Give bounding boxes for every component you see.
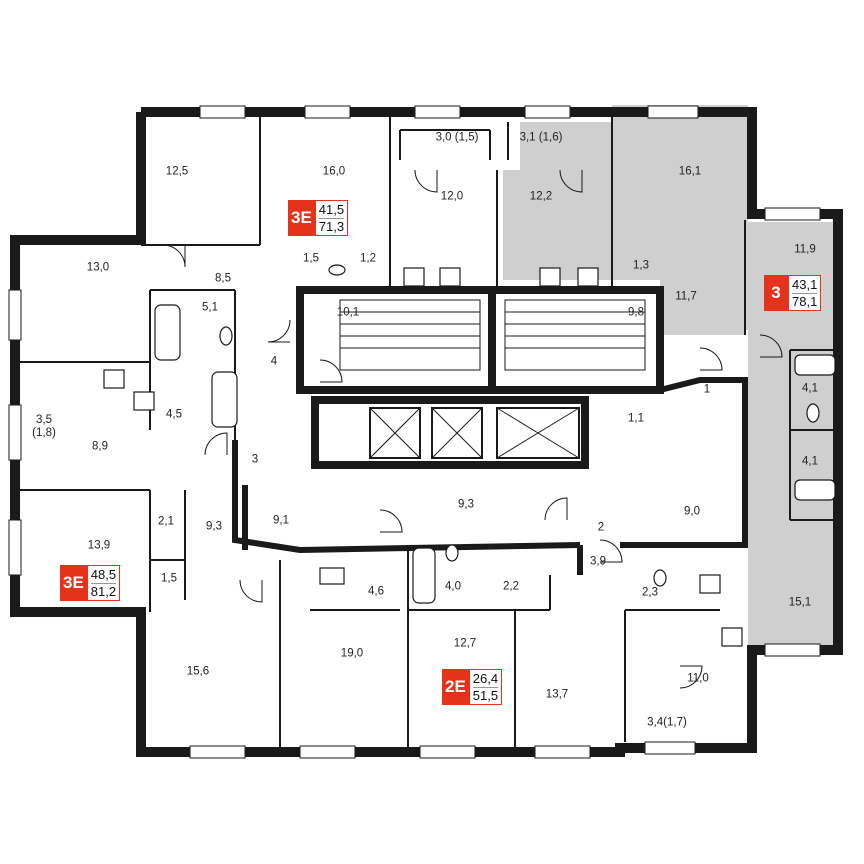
room-area-label: 9,3 <box>458 498 474 511</box>
total-area: 78,1 <box>792 292 818 309</box>
room-area-label: 3 <box>251 453 259 466</box>
room-area-label: 3,0 (1,5) <box>435 131 479 144</box>
room-area-label: 16,0 <box>322 165 346 178</box>
room-area-label: 4,5 <box>166 408 182 421</box>
room-area-label: 3,1 (1,6) <box>519 131 563 144</box>
room-area-label: 1,2 <box>360 252 376 265</box>
building-core <box>296 286 664 469</box>
living-area: 43,1 <box>792 276 818 292</box>
room-area-label: 1 <box>703 383 711 396</box>
room-area-label: 13,9 <box>87 539 111 552</box>
room-area-label: 11,7 <box>675 290 697 303</box>
room-area-label: 2,1 <box>158 515 174 528</box>
living-area: 48,5 <box>90 566 117 582</box>
doors <box>162 169 783 689</box>
living-area: 26,4 <box>472 670 499 686</box>
room-area-label: 12,7 <box>453 637 477 650</box>
room-area-label: 5,1 <box>202 301 218 314</box>
room-area-label: 4,1 <box>802 382 818 395</box>
room-area-label: 9,8 <box>628 306 644 319</box>
room-area-label: 2 <box>597 521 605 534</box>
room-area-label: 1,3 <box>633 259 649 272</box>
room-area-label: 9,0 <box>684 505 700 518</box>
living-area: 41,5 <box>318 201 345 217</box>
room-area-label: 12,0 <box>440 190 464 203</box>
room-area-label: 19,0 <box>340 647 364 660</box>
apartment-type: 3E <box>60 565 87 601</box>
room-area-label: 16,1 <box>678 165 702 178</box>
room-area-label: 9,3 <box>206 520 222 533</box>
room-area-label: 3,5(1,8) <box>32 413 56 439</box>
room-area-label: 9,1 <box>273 514 289 527</box>
room-area-label: 2,2 <box>503 580 519 593</box>
room-area-label: 15,6 <box>186 665 210 678</box>
windows <box>8 105 821 759</box>
room-area-label: 15,1 <box>788 596 812 609</box>
room-area-label: 4,0 <box>445 580 461 593</box>
apartment-type: 3 <box>764 275 788 311</box>
interior-walls <box>20 112 838 752</box>
fixtures <box>103 264 836 647</box>
room-area-label: 12,2 <box>529 190 553 203</box>
corridor-walls <box>232 377 748 575</box>
room-area-label: 11,0 <box>687 672 709 685</box>
room-area-label: 4,1 <box>802 455 818 468</box>
room-area-label: 3,4(1,7) <box>647 716 687 729</box>
total-area: 81,2 <box>90 582 117 599</box>
room-area-label: 1,5 <box>161 572 177 585</box>
apartment-type: 3E <box>288 200 315 236</box>
room-area-label: 1,5 <box>303 252 319 265</box>
room-area-label: 8,9 <box>92 440 108 453</box>
room-area-label: 2,3 <box>642 586 658 599</box>
total-area: 51,5 <box>472 686 499 703</box>
room-area-label: 12,5 <box>165 165 189 178</box>
apartment-type: 2E <box>442 669 469 705</box>
room-area-label: 4,6 <box>368 585 384 598</box>
room-area-label: 1,1 <box>628 412 644 425</box>
room-area-label: 8,5 <box>215 272 231 285</box>
highlighted-apartment <box>503 105 838 648</box>
room-area-label: 3,9 <box>590 555 606 568</box>
room-area-label: 13,7 <box>545 688 569 701</box>
total-area: 71,3 <box>318 217 345 234</box>
room-area-label: 11,9 <box>794 243 816 256</box>
room-area-label: 13,0 <box>86 261 110 274</box>
room-area-label: 10,1 <box>336 306 360 319</box>
room-area-label: 4 <box>270 355 278 368</box>
